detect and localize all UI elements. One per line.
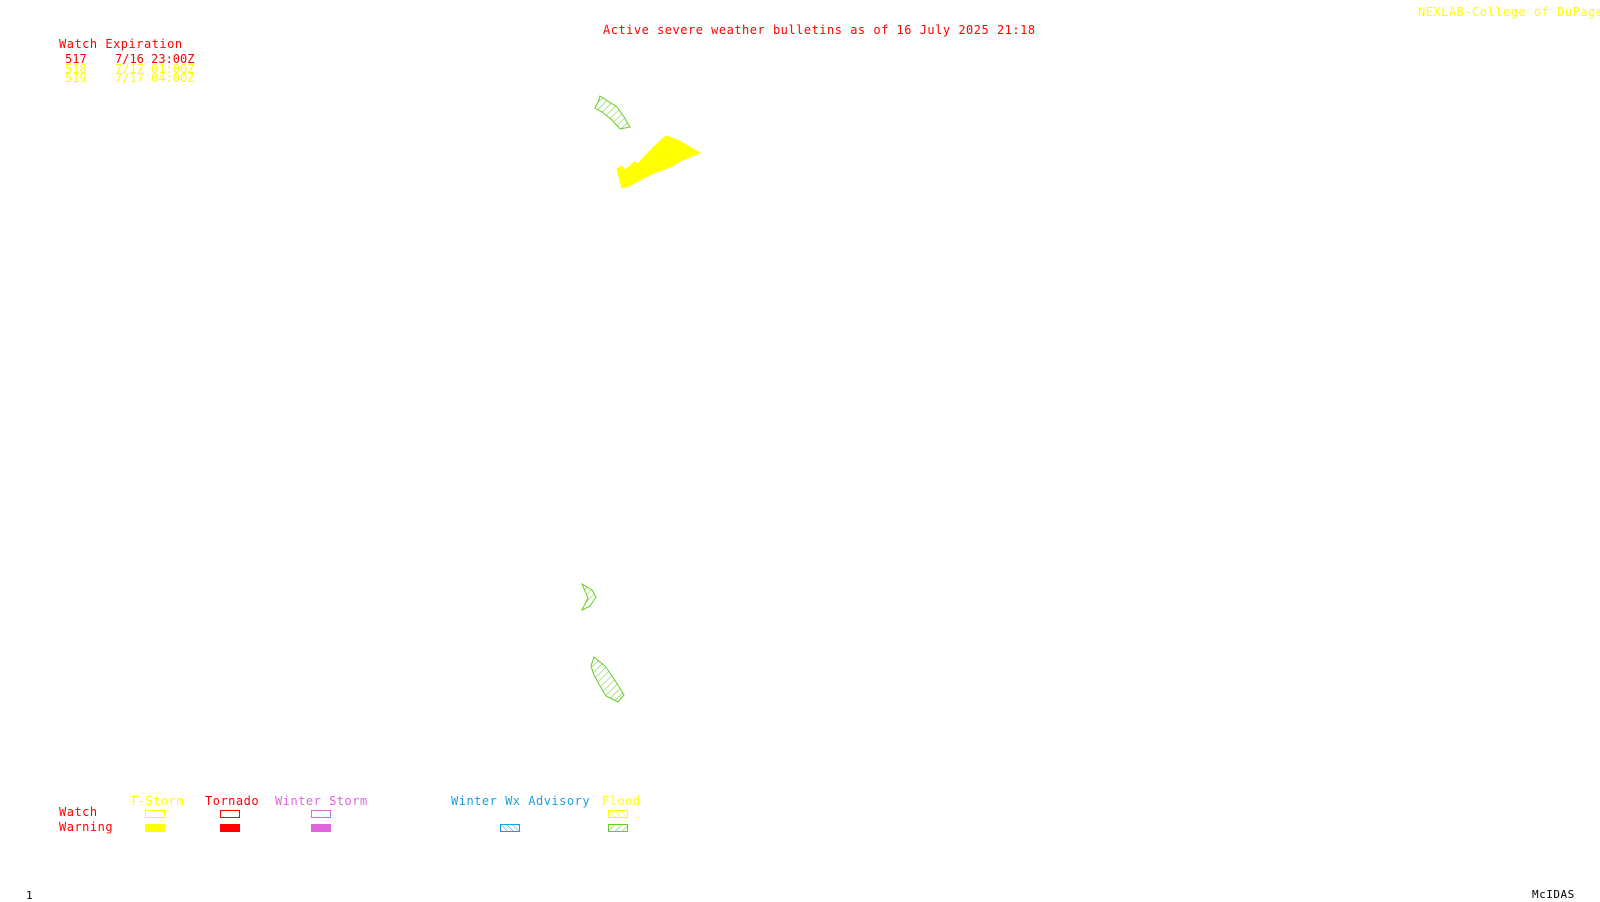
flood-warning-swatch [608, 824, 628, 832]
tornado-warning-swatch [220, 824, 240, 832]
software-label: McIDAS [1532, 888, 1575, 901]
tstorm-warning-swatch [145, 824, 165, 832]
winter-storm-warning-swatch [311, 824, 331, 832]
flood-warning-area-south [590, 656, 625, 703]
legend-tornado-label: Tornado [205, 794, 260, 808]
watch-id: 519 [65, 71, 87, 85]
tstorm-watch-swatch [145, 810, 165, 818]
legend-flood-label: Flood [602, 794, 641, 808]
legend-winter-wx-advisory-label: Winter Wx Advisory [451, 794, 591, 808]
tornado-watch-swatch [220, 810, 240, 818]
watch-expires: 7/17 01:00Z [115, 62, 195, 76]
legend-warning-label: Warning [59, 820, 114, 834]
nexlab-credit: NEXLAB-College of DuPage R [1418, 5, 1600, 19]
flood-watch-swatch [608, 810, 628, 818]
flood-warning-area-north [594, 95, 631, 130]
tstorm-warning-area [616, 135, 702, 189]
legend-watch-label: Watch [59, 805, 98, 819]
watch-id: 518 [65, 62, 87, 76]
frame-number: 1 [26, 889, 34, 902]
winter-wx-advisory-swatch [500, 824, 520, 832]
watch-id: 517 [65, 52, 87, 66]
flood-warning-area-mid [580, 582, 597, 612]
watch-expires: 7/16 23:00Z [115, 52, 195, 66]
watch-expiration-heading: Watch Expiration [59, 37, 183, 51]
watch-expires: 7/17 04:00Z [115, 71, 195, 85]
winter-storm-watch-swatch [311, 810, 331, 818]
legend-winter-storm-label: Winter Storm [275, 794, 368, 808]
bulletin-title: Active severe weather bulletins as of 16… [603, 23, 1036, 37]
legend-tstorm-label: T-Storm [130, 794, 185, 808]
